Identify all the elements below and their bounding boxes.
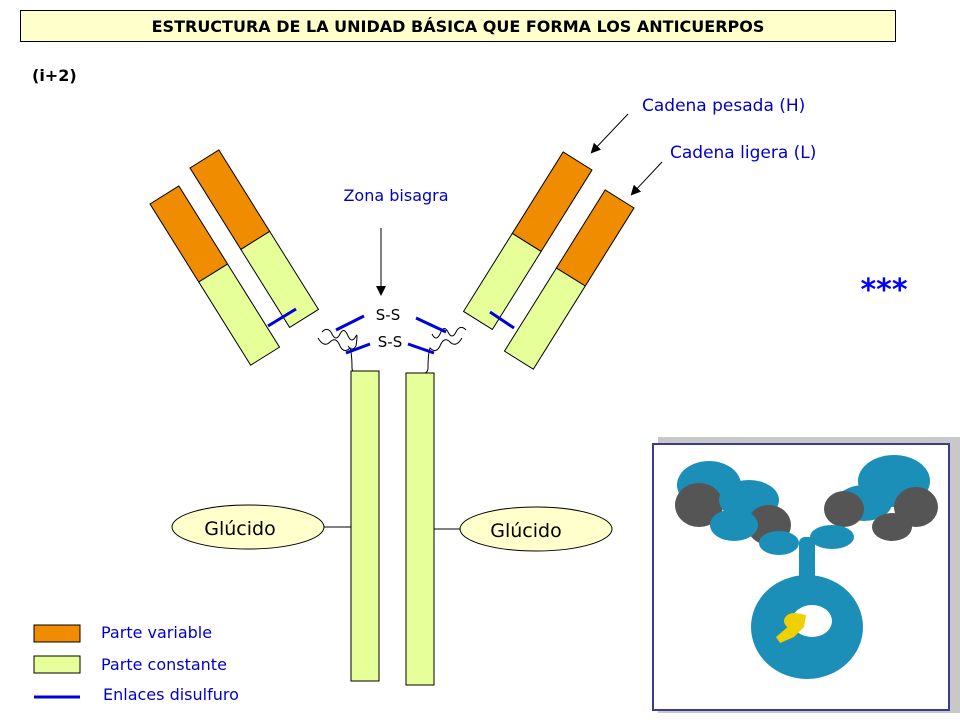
glycan-right-label: Glúcido	[490, 520, 561, 542]
light-chain-arrow	[630, 161, 663, 196]
hinge-disulfide-1-right	[415, 316, 447, 334]
heavy-chain-label: Cadena pesada (H)	[642, 96, 805, 116]
legend-swatch-variable	[33, 624, 81, 643]
legend-label-variable: Parte variable	[101, 623, 212, 642]
molecular-model-inset	[652, 443, 950, 711]
right-heavy-chain	[462, 151, 593, 331]
model-right-arm	[810, 455, 938, 549]
right-light-chain	[503, 189, 635, 370]
heavy-chain-arrow	[590, 113, 629, 154]
left-hinge-coil-2	[317, 337, 363, 375]
model-left-arm	[675, 461, 799, 555]
ss-bottom-label: S-S	[378, 333, 402, 351]
molecular-model-image	[675, 455, 938, 679]
light-chain-label: Cadena ligera (L)	[670, 143, 816, 163]
slide-code: (i+2)	[32, 66, 77, 85]
model-fc-region	[751, 575, 863, 679]
stem-right-heavy-constant	[405, 372, 435, 686]
page-title: ESTRUCTURA DE LA UNIDAD BÁSICA QUE FORMA…	[20, 10, 896, 42]
left-light-constant	[198, 263, 281, 366]
right-hinge-coil-2	[419, 337, 463, 375]
legend-label-disulfide: Enlaces disulfuro	[103, 685, 239, 704]
right-light-constant	[503, 267, 586, 370]
stars-mark: ***	[860, 273, 907, 308]
hinge-disulfide-2-left	[345, 342, 371, 355]
legend-label-constant: Parte constante	[101, 655, 227, 674]
right-heavy-constant	[462, 232, 542, 331]
right-arm-disulfide	[489, 310, 515, 330]
glycan-left-label: Glúcido	[204, 518, 275, 540]
stem-left-heavy-constant	[350, 370, 380, 682]
left-heavy-chain	[189, 149, 320, 329]
ss-top-label: S-S	[376, 306, 400, 324]
left-heavy-constant	[240, 230, 320, 329]
glycan-left-shape	[171, 504, 325, 550]
left-light-chain	[149, 185, 281, 366]
legend-swatch-constant	[33, 655, 81, 674]
right-hinge-coil	[431, 326, 467, 339]
left-arm-disulfide	[267, 307, 297, 328]
left-hinge-coil	[321, 328, 358, 350]
glycan-right-shape	[459, 506, 613, 552]
hinge-disulfide-2-right	[407, 342, 435, 355]
hinge-label: Zona bisagra	[343, 186, 448, 205]
hinge-disulfide-1-left	[335, 314, 365, 332]
